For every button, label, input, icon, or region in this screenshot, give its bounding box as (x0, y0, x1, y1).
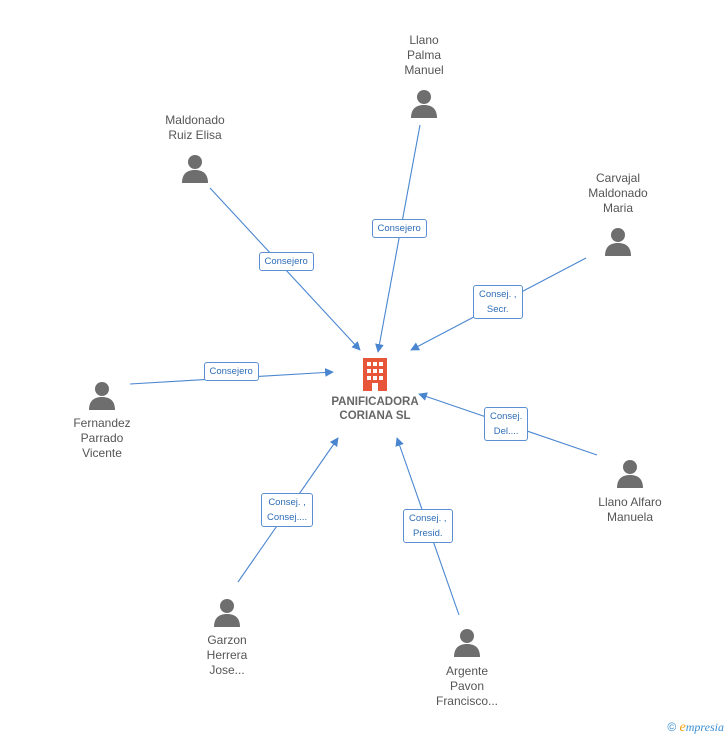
person-name-line: Jose... (209, 663, 245, 677)
role-label: Consejero (377, 222, 421, 234)
role-label: Consejero (264, 255, 308, 267)
role-label: Consejero (209, 365, 253, 377)
person-name-line: Maldonado (588, 186, 648, 200)
person-name-line: Garzon (207, 633, 247, 647)
person-name-line: Llano Alfaro (598, 495, 662, 509)
building-icon (363, 358, 387, 391)
role-label: Secr. (486, 304, 509, 315)
person-name-line: Argente (445, 664, 489, 678)
role-badge-llano-alfaro[interactable]: Consej. Del.... (484, 407, 529, 441)
role-badge-llano-palma[interactable]: Consejero (371, 218, 427, 238)
company-node[interactable]: PANIFICADORA CORIANA SL (315, 357, 435, 423)
brand-logo-rest: mpresia (685, 720, 724, 734)
person-icon (454, 629, 480, 657)
person-icon (214, 599, 240, 627)
role-label: Consej. , (479, 289, 517, 300)
person-icon (411, 90, 437, 118)
person-name-line: Francisco... (435, 694, 498, 708)
person-name-line: Maldonado (165, 113, 225, 127)
person-name-line: Herrera (206, 648, 248, 662)
edge-llano-palma (375, 124, 421, 353)
person-icon (617, 460, 643, 488)
person-name-line: Maria (602, 201, 633, 215)
person-icon (89, 382, 115, 410)
person-name-line: Manuel (404, 63, 444, 77)
company-name-line1: PANIFICADORA (331, 396, 419, 408)
person-name-line: Pavon (449, 679, 485, 693)
person-name-line: Vicente (82, 446, 122, 460)
person-name-line: Llano (409, 33, 439, 47)
person-name-line: Carvajal (595, 171, 640, 185)
copyright-icon: © (667, 720, 677, 734)
person-name-line: Parrado (80, 431, 124, 445)
role-label: Consej. , (268, 497, 306, 508)
footer-brand: © empresia (667, 720, 724, 736)
person-name-line: Ruiz Elisa (168, 128, 222, 142)
person-name-line: Fernandez (73, 416, 131, 430)
role-label: Consej. , (409, 513, 447, 524)
role-badge-argente[interactable]: Consej. , Presid. (403, 509, 453, 543)
person-icon (605, 228, 631, 256)
role-label: Del.... (493, 426, 519, 437)
role-badge-fernandez[interactable]: Consejero (203, 361, 259, 381)
role-badge-carvajal[interactable]: Consej. , Secr. (473, 285, 523, 319)
person-icon (182, 155, 208, 183)
role-label: Consej.... (267, 512, 308, 523)
role-label: Presid. (412, 528, 443, 539)
role-badge-maldonado-ruiz[interactable]: Consejero (258, 251, 314, 271)
person-name-line: Palma (406, 48, 441, 62)
company-name-line2: CORIANA SL (339, 410, 411, 422)
person-name-line: Manuela (606, 510, 654, 524)
role-label: Consej. (490, 411, 523, 422)
brand-logo-initial: e (679, 720, 686, 735)
role-badge-garzon[interactable]: Consej. , Consej.... (261, 493, 314, 527)
